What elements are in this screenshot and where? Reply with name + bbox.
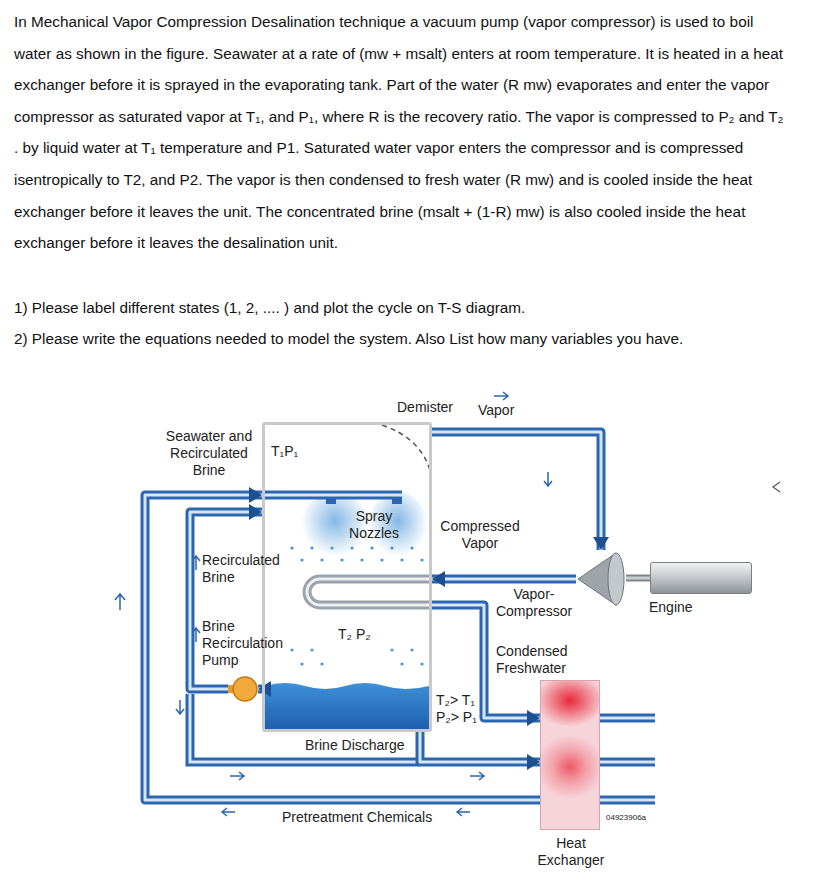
node-label: Brine Recirculation Pump	[202, 618, 292, 669]
droplet	[330, 546, 333, 549]
droplet	[340, 558, 343, 561]
flow-arrow	[470, 772, 484, 780]
droplet	[320, 662, 323, 665]
arrowhead	[527, 754, 540, 770]
condenser-coil	[307, 579, 432, 605]
edge-label: Compressed Vapor	[438, 518, 522, 552]
droplet	[290, 546, 293, 549]
node-label: Engine	[649, 599, 693, 616]
droplet	[410, 546, 413, 549]
droplet	[360, 558, 363, 561]
pipe	[145, 487, 540, 800]
flow-arrow	[457, 808, 470, 816]
recirculation-pump: Brine Recirculation Pump	[228, 676, 258, 702]
drive-shaft	[626, 578, 650, 579]
brine-branch	[190, 694, 420, 762]
droplet	[410, 648, 413, 651]
spray-nozzle	[326, 497, 336, 504]
pipe	[420, 732, 540, 770]
droplet	[420, 558, 423, 561]
droplet	[370, 546, 373, 549]
vapor-compressor-part	[608, 553, 624, 605]
edge-label: Pretreatment Chemicals	[282, 809, 432, 826]
question-text: 1) Please label different states (1, 2, …	[14, 292, 525, 324]
pipe-line	[432, 575, 576, 584]
edge-label: Recirculated Brine	[202, 552, 287, 586]
pipe-line	[420, 732, 540, 762]
question-text: In Mechanical Vapor Compression Desalina…	[14, 6, 784, 259]
vapor-compressor-shape	[576, 550, 626, 608]
heat-exchanger: Heat Exchanger	[540, 680, 600, 830]
droplet	[400, 662, 403, 665]
flow-arrow	[115, 594, 125, 610]
droplet	[300, 662, 303, 665]
figure-code: 04923906a	[606, 813, 646, 823]
edge-label: Vapor	[478, 402, 514, 419]
recirculation-pump-part	[233, 677, 257, 701]
droplet	[310, 648, 313, 651]
flow-arrow	[222, 808, 235, 816]
arrowhead	[432, 571, 445, 587]
condenser-coil	[307, 579, 432, 605]
flow-arrow	[230, 772, 244, 780]
spray-nozzle	[392, 497, 402, 504]
droplet	[300, 558, 303, 561]
droplet	[390, 648, 393, 651]
arrowhead	[249, 487, 262, 503]
edge-label: Brine Discharge	[305, 737, 405, 754]
flow-arrow	[544, 472, 552, 486]
droplets	[290, 546, 423, 665]
droplet	[320, 558, 323, 561]
arrowhead	[249, 504, 262, 520]
demister	[382, 425, 430, 470]
pipe-line	[432, 578, 576, 581]
evaporator-tank: DemisterT₁P₁	[262, 422, 432, 732]
engine: Engine	[650, 562, 752, 594]
pipe	[432, 571, 576, 587]
spray-bar	[262, 494, 402, 497]
diagram-label: T₂ P₂	[338, 626, 371, 643]
droplet	[400, 558, 403, 561]
flow-arrow	[773, 482, 780, 492]
edge-label: Condensed Freshwater	[496, 643, 576, 677]
diagram-label: Seawater and Recirculated Brine	[160, 428, 258, 479]
recirculation-pump-shape	[228, 676, 258, 702]
pipe-line	[626, 575, 650, 582]
arrowhead	[527, 710, 540, 726]
droplet	[380, 558, 383, 561]
arrowhead	[593, 537, 609, 550]
brine-branch	[190, 694, 420, 762]
diagram-label: T₂> T₁ P₂> P₁	[436, 692, 478, 726]
question-text: 2) Please write the equations needed to …	[14, 323, 683, 355]
pipe-line	[145, 495, 540, 800]
flow-arrow	[176, 700, 184, 714]
outlet-pipes	[600, 718, 655, 800]
droplet	[290, 648, 293, 651]
diagram-label: Spray Nozzles	[344, 508, 404, 542]
node-label: T₁P₁	[271, 443, 298, 460]
droplet	[390, 546, 393, 549]
node-label: Demister	[397, 399, 453, 416]
droplet	[310, 546, 313, 549]
pipe-line	[420, 732, 540, 762]
node-label: Vapor-Compressor	[492, 586, 576, 620]
pipe-line	[626, 577, 650, 580]
vapor-compressor: Vapor-Compressor	[576, 550, 626, 608]
node-label: Heat Exchanger	[531, 835, 611, 869]
outlet-pipes	[600, 718, 655, 800]
pipe-line	[145, 495, 540, 800]
tank-water	[265, 683, 429, 730]
droplet	[420, 662, 423, 665]
flow-arrow	[494, 392, 508, 400]
droplet	[350, 546, 353, 549]
